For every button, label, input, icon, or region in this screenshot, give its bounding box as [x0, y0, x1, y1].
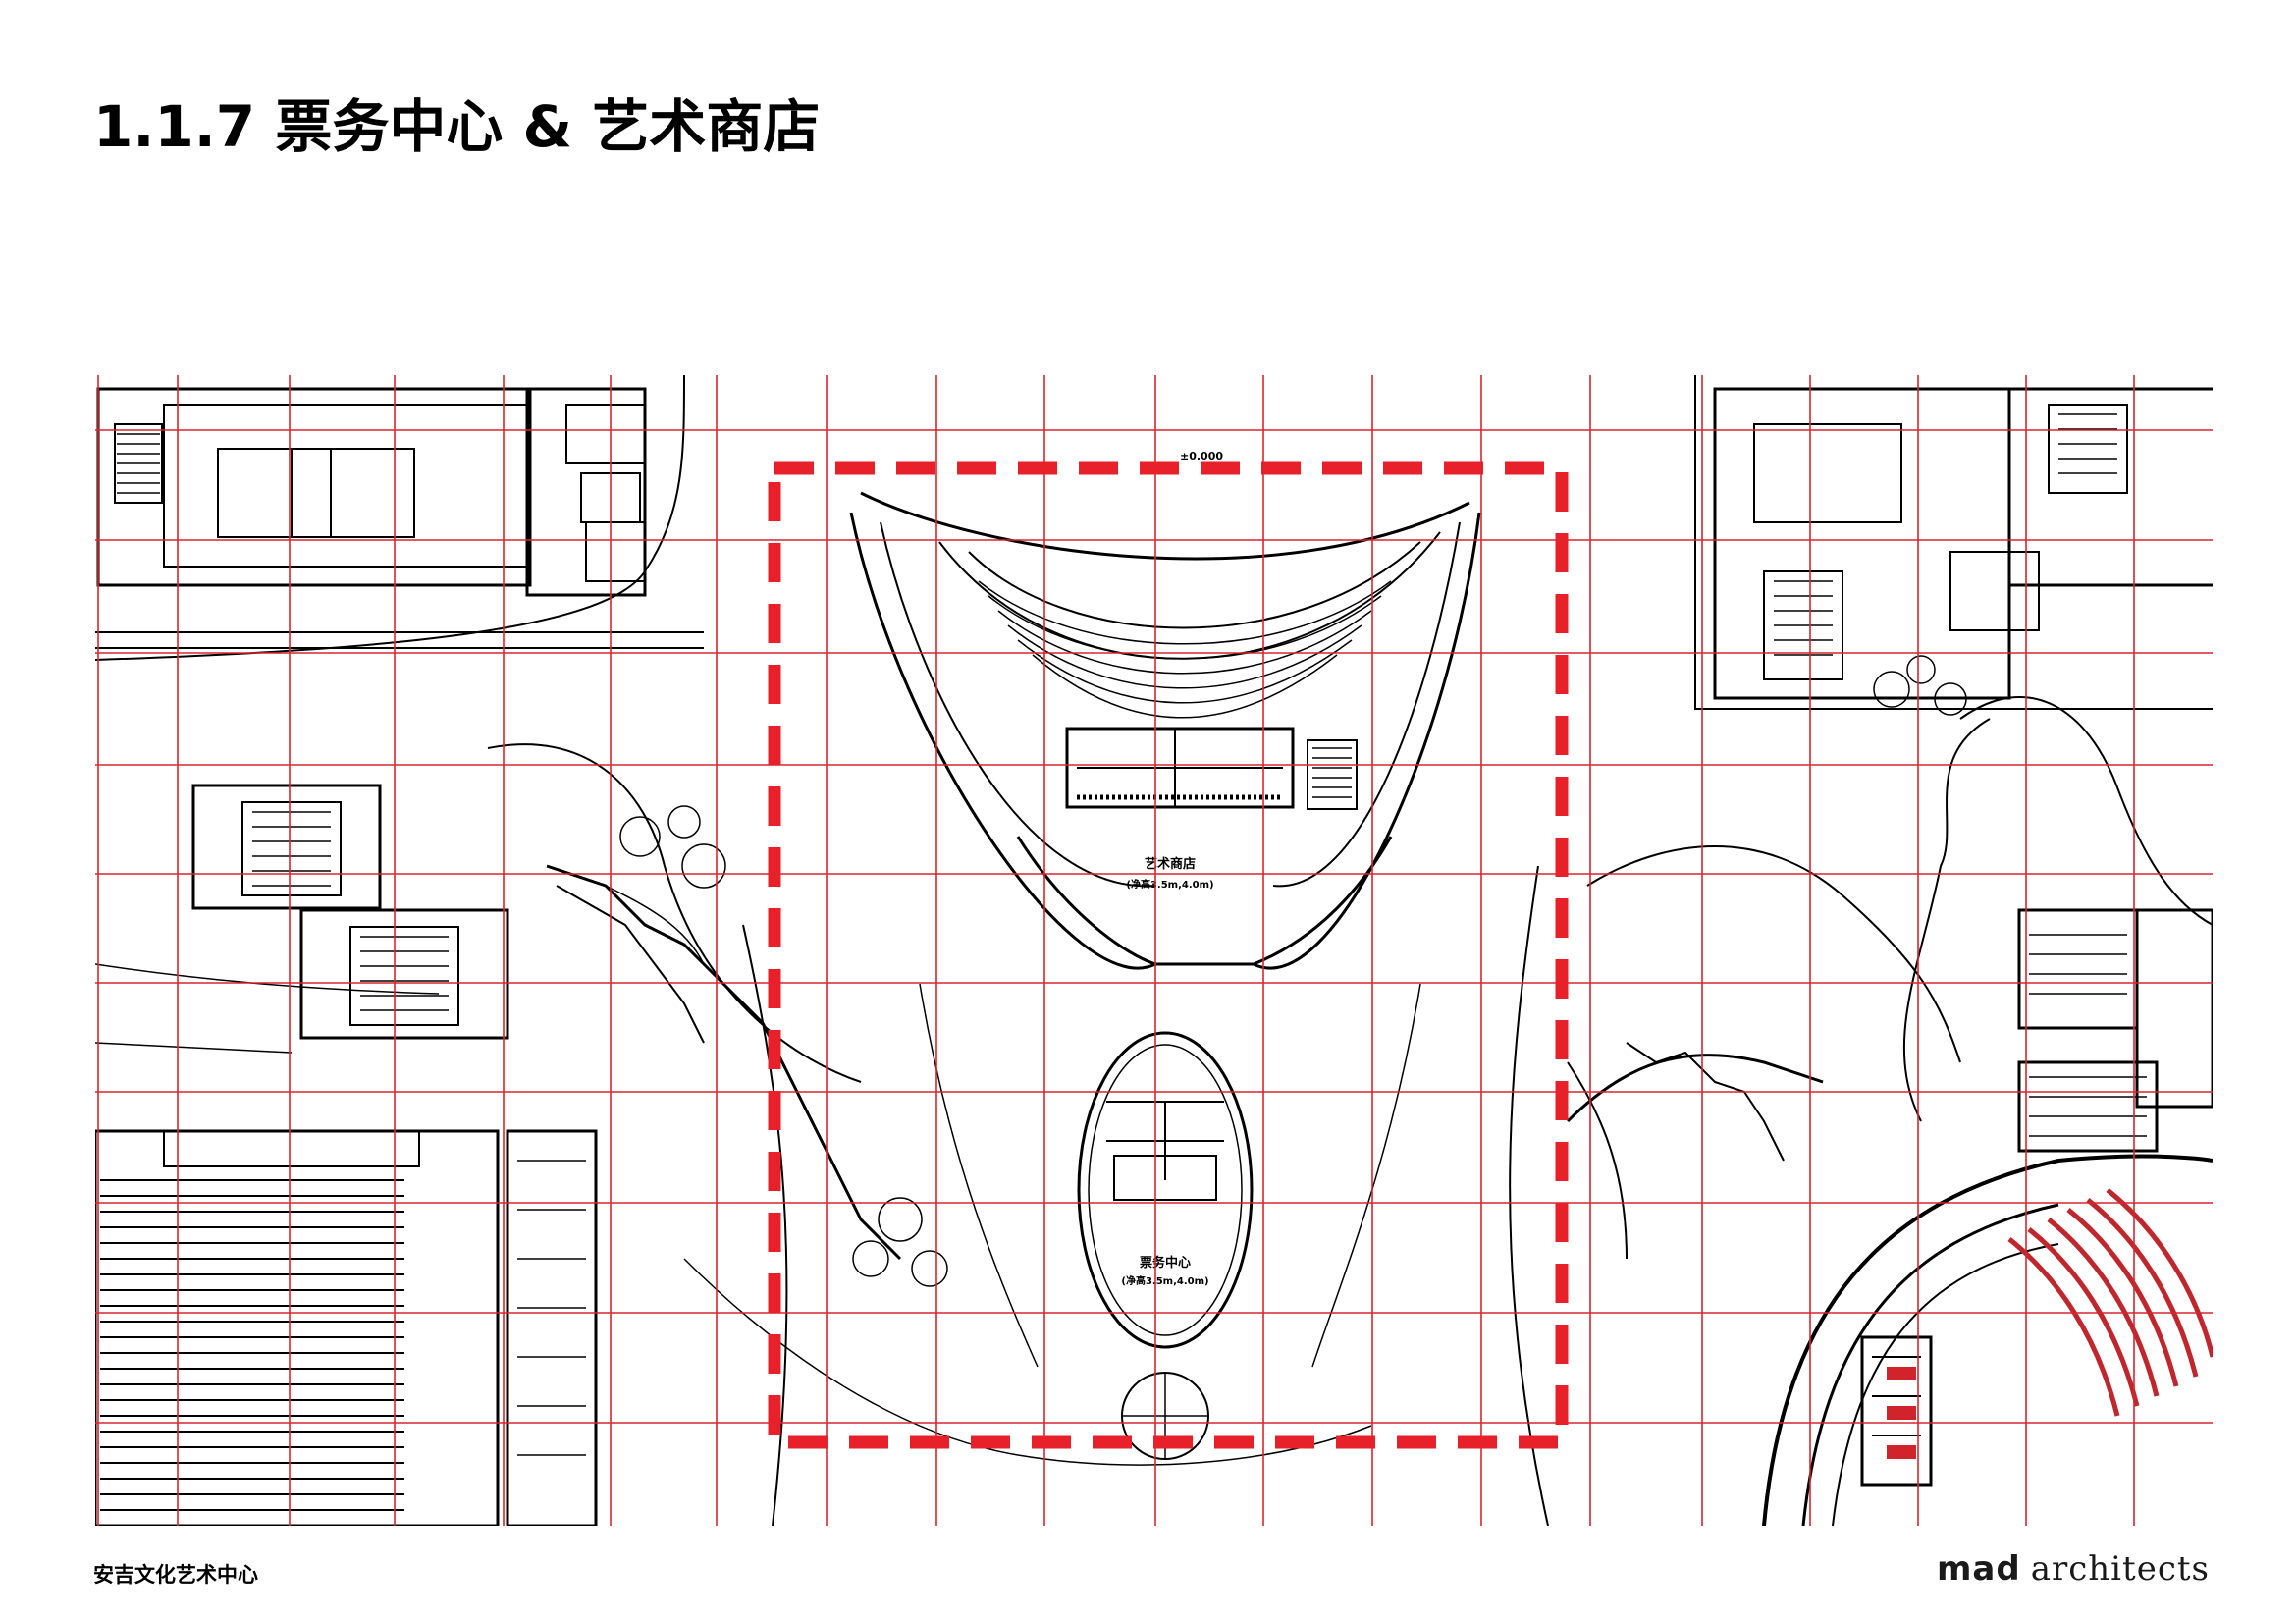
art-shop-label: 艺术商店	[1145, 856, 1196, 872]
brand-primary: mad	[1937, 1549, 2021, 1589]
ticket-center-note: (净高3.5m,4.0m)	[1121, 1274, 1208, 1287]
architectural-linework	[95, 375, 2213, 1526]
brand-secondary: architects	[2030, 1549, 2210, 1589]
art-shop-note: (净高3.5m,4.0m)	[1126, 878, 1213, 891]
level-mark-label: ±0.000	[1180, 450, 1223, 462]
ticket-center-label: 票务中心	[1140, 1255, 1191, 1271]
project-name: 安吉文化艺术中心	[93, 1563, 258, 1587]
tree-symbols	[619, 655, 1967, 1287]
page-title: 1.1.7 票务中心 & 艺术商店	[93, 93, 821, 160]
highlight-frame	[768, 461, 1569, 1449]
floor-plan-drawing: 艺术商店 (净高3.5m,4.0m) 票务中心 (净高3.5m,4.0m) ±0…	[95, 375, 2213, 1526]
axis-grid	[95, 375, 2213, 1526]
